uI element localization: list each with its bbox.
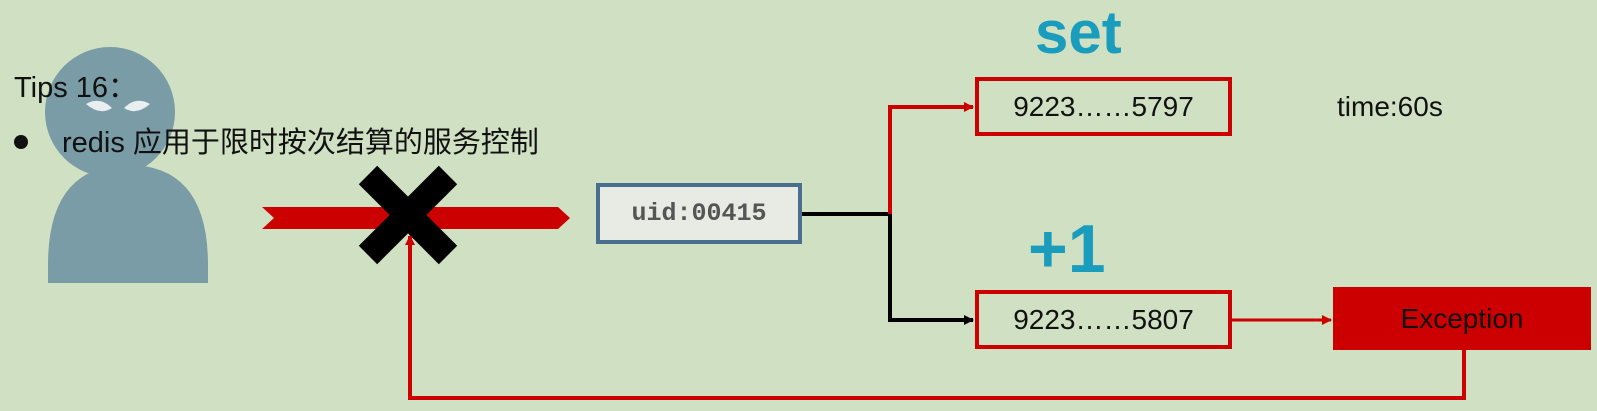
tips-bullet-text: redis 应用于限时按次结算的服务控制 bbox=[62, 127, 539, 159]
exception-box: Exception bbox=[1333, 287, 1591, 350]
user-silhouette-icon bbox=[45, 47, 208, 283]
feedback-arrow bbox=[405, 235, 1466, 400]
tips-title: Tips 16： bbox=[14, 72, 138, 104]
uid-key-box: uid:00415 bbox=[596, 183, 802, 244]
bullet-dot bbox=[14, 135, 28, 150]
set-value-box: 9223……5797 bbox=[975, 77, 1232, 136]
tips-bullet: redis 应用于限时按次结算的服务控制 bbox=[14, 119, 539, 161]
time-label: time:60s bbox=[1337, 91, 1443, 122]
increment-value-box: 9223……5807 bbox=[975, 290, 1232, 349]
cross-block-icon bbox=[358, 165, 458, 265]
increment-label: +1 bbox=[1028, 211, 1106, 287]
increment-branch-arrow bbox=[888, 214, 974, 325]
set-branch-arrow bbox=[888, 102, 974, 214]
set-label: set bbox=[1035, 0, 1122, 66]
